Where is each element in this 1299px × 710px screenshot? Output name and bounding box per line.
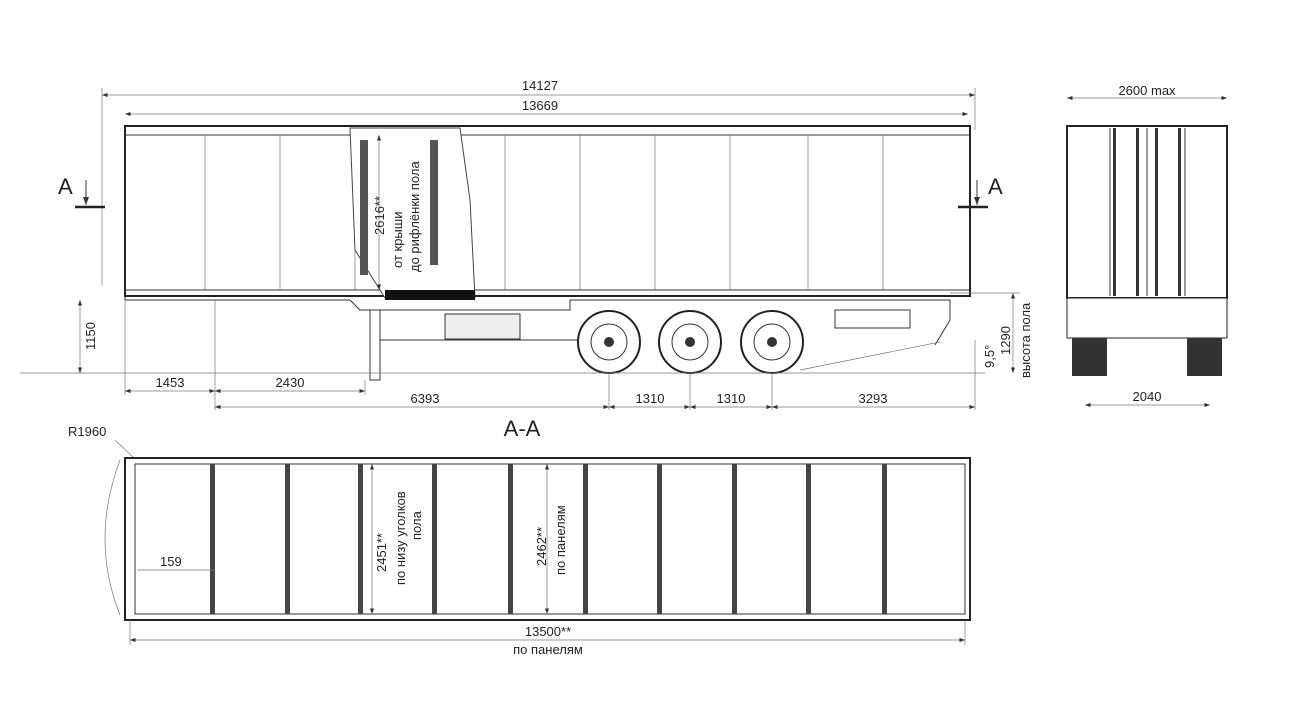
kingpin-height-label: 1150 <box>83 322 98 350</box>
internal-length-label: 13500** <box>525 624 571 639</box>
internal-height-note-2: до рифлёнки пола <box>407 161 422 272</box>
axle-spacing-1: 1310 <box>636 391 665 406</box>
crossmember <box>657 464 662 614</box>
crossmember <box>583 464 588 614</box>
crossmember <box>508 464 513 614</box>
width-angles-label: 2451** <box>374 533 389 572</box>
overall-length-label: 14127 <box>522 78 558 93</box>
landing-gear <box>369 309 381 381</box>
width-panels-note: по панелям <box>553 505 568 575</box>
cutaway-post-right <box>430 140 438 265</box>
crossmember <box>732 464 737 614</box>
section-marker-right: A <box>988 174 1003 199</box>
internal-height-note-1: от крыши <box>390 212 405 268</box>
crossmember <box>358 464 363 614</box>
trailer-body <box>124 125 971 297</box>
front-radius-label: R1960 <box>68 424 106 439</box>
floor-crossmembers <box>210 464 887 614</box>
toolbox <box>444 313 521 340</box>
rear-overhang: 3293 <box>859 391 888 406</box>
axle-spacing-2: 1310 <box>717 391 746 406</box>
rear-view: 2600 max 2040 <box>1066 83 1228 408</box>
dim-6393: 6393 <box>411 391 440 406</box>
departure-angle: 9,5° <box>982 345 997 368</box>
rear-wheel-left <box>1072 338 1107 376</box>
width-panels-label: 2462** <box>534 527 549 566</box>
body-length-label: 13669 <box>522 98 558 113</box>
crossmember <box>285 464 290 614</box>
dim-1453: 1453 <box>156 375 185 390</box>
internal-height-label: 2616** <box>372 196 387 235</box>
rear-width-label: 2600 max <box>1118 83 1176 98</box>
side-view: 14127 13669 2616** от крыши до рифлёнки … <box>20 78 1033 410</box>
plan-view: A-A R1960 159 2451** по низу уголков пол… <box>68 416 971 657</box>
crossmember <box>432 464 437 614</box>
width-angles-note-2: пола <box>409 510 424 540</box>
width-angles-note-1: по низу уголков <box>393 491 408 585</box>
wheels <box>577 310 804 374</box>
floor-height-label: 1290 <box>998 326 1013 355</box>
cutaway-post-left <box>360 140 368 275</box>
floor-height-note: высота пола <box>1018 302 1033 378</box>
crossmember <box>210 464 215 614</box>
track-width-label: 2040 <box>1133 389 1162 404</box>
section-title: A-A <box>504 416 541 441</box>
dim-159: 159 <box>160 554 182 569</box>
dim-2430: 2430 <box>276 375 305 390</box>
crossmember <box>806 464 811 614</box>
crossmember <box>882 464 887 614</box>
section-marker-left: A <box>58 174 73 199</box>
rear-wheel-right <box>1187 338 1222 376</box>
internal-length-note: по панелям <box>513 642 583 657</box>
